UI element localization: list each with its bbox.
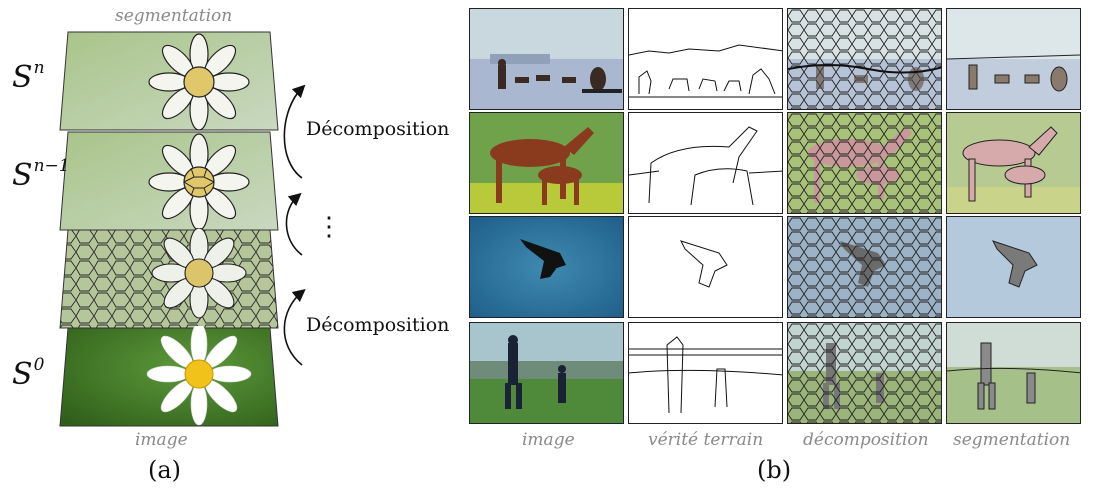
tile-row2-ground-truth (628, 112, 783, 214)
ellipsis: ⋮ (316, 212, 342, 242)
top-caption: segmentation (115, 6, 233, 26)
tile-row1-segmentation (946, 8, 1081, 110)
tile-row2-segmentation (946, 112, 1081, 214)
tile-row2-image (469, 112, 624, 214)
tile-row1-image (469, 8, 624, 110)
panel-a-label: (a) (148, 456, 182, 484)
tile-row4-segmentation (946, 322, 1081, 424)
tile-row2-decomposition (787, 112, 942, 214)
tile-row1-ground-truth (628, 8, 783, 110)
panel-b-label: (b) (757, 456, 792, 484)
layer-label-s0: S0 (12, 355, 45, 392)
tile-row3-decomposition (787, 216, 942, 318)
col-caption-segmentation: segmentation (953, 430, 1071, 450)
arrow-label-bottom: Décomposition (306, 314, 450, 336)
layer-label-sn: Sn (12, 58, 45, 95)
tile-row3-segmentation (946, 216, 1081, 318)
layer-superpixels (59, 228, 279, 329)
bottom-caption: image (135, 430, 188, 450)
arrow-label-top: Décomposition (306, 118, 450, 140)
layer-label-sn-1: Sn−1 (12, 156, 70, 193)
col-caption-image: image (522, 430, 575, 450)
tile-row1-decomposition (787, 8, 942, 110)
layer-segmentation-n (59, 31, 279, 131)
tile-row4-image (469, 322, 624, 424)
layer-segmentation-n-minus-1 (59, 131, 279, 231)
decomposition-arrows (283, 84, 306, 366)
tile-row3-ground-truth (628, 216, 783, 318)
tile-row4-decomposition (787, 322, 942, 424)
layer-image-s0 (59, 326, 279, 427)
tile-row3-image (469, 216, 624, 318)
col-caption-decomposition: décomposition (803, 430, 929, 450)
col-caption-ground-truth: vérité terrain (648, 430, 764, 450)
tile-row4-ground-truth (628, 322, 783, 424)
